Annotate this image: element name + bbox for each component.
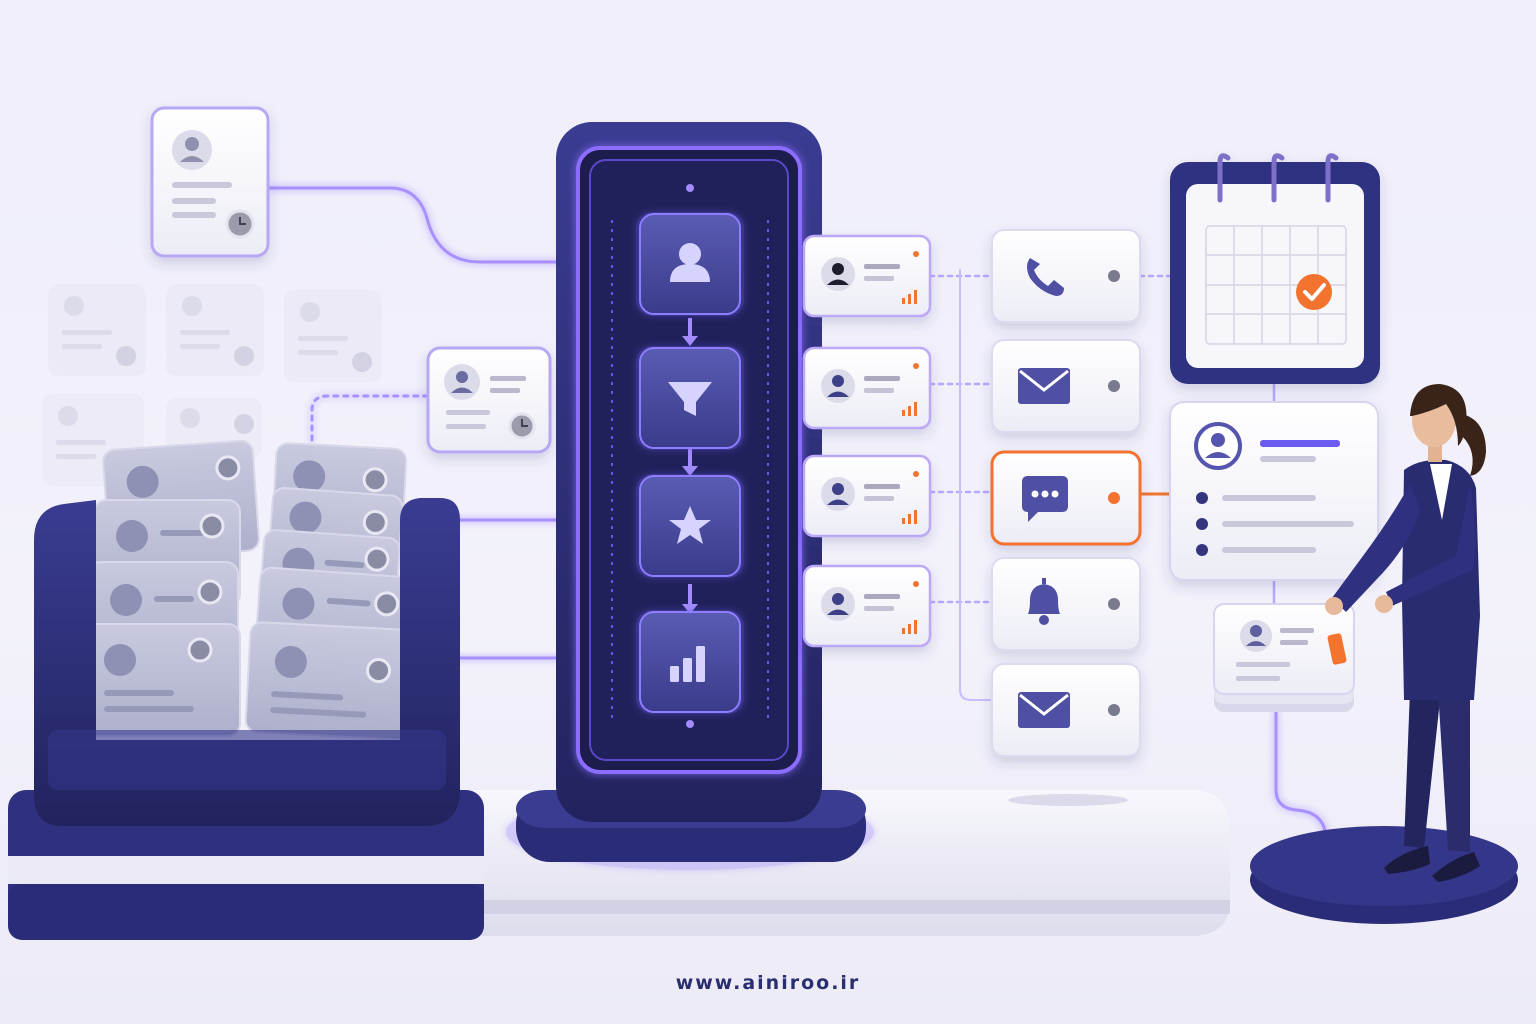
clock-icon [508, 412, 536, 440]
incoming-contact-card[interactable] [426, 346, 552, 454]
background-contact-cards [42, 284, 382, 486]
channel-bell[interactable] [991, 557, 1141, 651]
status-dot [1108, 598, 1120, 610]
channel-email[interactable] [991, 663, 1141, 757]
bar-chart-icon [670, 646, 705, 682]
tray-cards [79, 439, 417, 741]
avatar-icon [827, 263, 849, 285]
pipeline-stage-2[interactable] [636, 346, 744, 450]
lead-score-icon [902, 290, 917, 304]
lead-score-icon [902, 510, 917, 524]
profile-fields [1196, 492, 1354, 556]
status-dot [1108, 270, 1120, 282]
status-dot [1108, 380, 1120, 392]
avatar-icon [827, 375, 849, 397]
sales-rep-figure [1250, 384, 1518, 924]
qualified-lead-card[interactable] [802, 234, 932, 318]
avatar-icon [827, 593, 849, 615]
email-icon [1018, 368, 1070, 404]
pipeline-tower [506, 122, 874, 870]
star-icon [669, 506, 711, 544]
calendar-rings [1217, 153, 1339, 203]
qualified-lead-card[interactable] [802, 564, 932, 648]
contact-card [79, 623, 241, 737]
calendar-widget[interactable] [1170, 153, 1380, 384]
chat-icon [1022, 476, 1068, 522]
channel-email[interactable] [991, 339, 1141, 433]
calendar-grid [1205, 225, 1347, 345]
status-dot [1108, 704, 1120, 716]
funnel-icon [668, 382, 712, 416]
incoming-contact-card[interactable] [150, 106, 270, 258]
avatar-icon [180, 137, 204, 162]
avatar-icon [827, 483, 849, 505]
handoff-card-stack[interactable] [1213, 603, 1355, 712]
lead-score-icon [902, 402, 917, 416]
check-icon [1296, 274, 1332, 310]
status-dot [1108, 492, 1120, 504]
pipeline-vertical-flow [682, 184, 698, 728]
faded-card [284, 290, 382, 382]
contact-card-tray [8, 439, 484, 940]
pipeline-stage-4[interactable] [636, 610, 744, 714]
lead-cards [802, 234, 932, 648]
phone-icon [1027, 258, 1064, 296]
clock-icon [225, 209, 255, 239]
avatar-icon [451, 371, 473, 393]
qualified-lead-card[interactable] [802, 454, 932, 538]
pipeline-stage-3[interactable] [636, 474, 744, 578]
faded-card [166, 284, 264, 376]
faded-card [48, 284, 146, 376]
qualified-lead-card[interactable] [802, 346, 932, 430]
pipeline-stage-1[interactable] [636, 212, 744, 316]
footer-url[interactable]: www.ainiroo.ir [675, 972, 861, 994]
outreach-channels [990, 229, 1142, 757]
contact-card [244, 621, 416, 741]
person-icon [670, 243, 710, 282]
channel-chat[interactable] [990, 450, 1142, 546]
contact-profile-card[interactable] [1169, 401, 1379, 581]
avatar-icon [1194, 422, 1242, 470]
channel-phone[interactable] [991, 229, 1141, 323]
pipeline-stages [636, 212, 744, 714]
email-icon [1018, 692, 1070, 728]
bell-icon [1028, 578, 1060, 625]
pipeline-rails [611, 220, 769, 720]
lead-score-icon [902, 620, 917, 634]
